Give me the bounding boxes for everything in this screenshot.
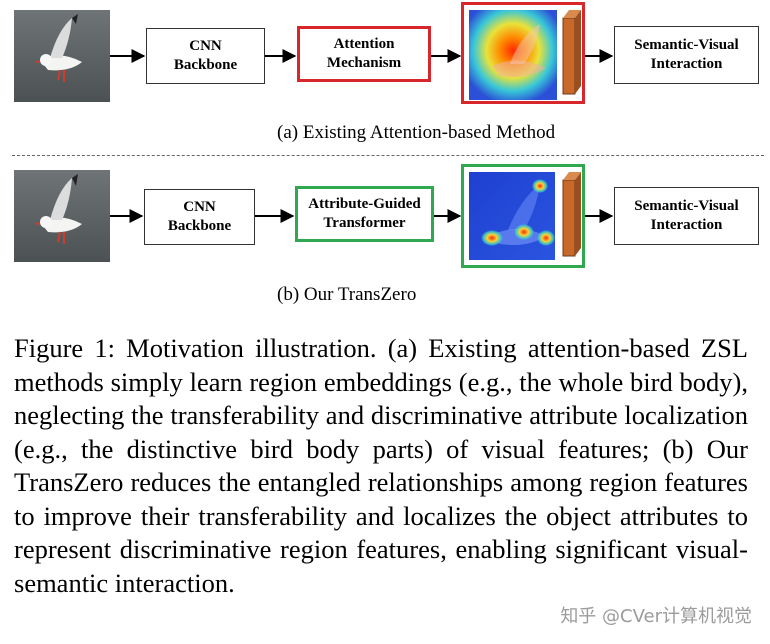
feature-bar-b — [562, 172, 581, 257]
heatmap-frame-b — [461, 164, 585, 268]
cnn-backbone-box-a: CNN Backbone — [146, 28, 265, 84]
input-bird-image-a — [14, 10, 110, 102]
caption-b: (b) Our TransZero — [277, 284, 417, 305]
attention-heatmap-a — [469, 10, 557, 100]
cnn-backbone-box-b: CNN Backbone — [144, 189, 255, 245]
feature-bar-a — [562, 10, 581, 95]
figure-caption: Figure 1: Motivation illustration. (a) E… — [14, 333, 748, 598]
semantic-visual-interaction-box-b: Semantic-Visual Interaction — [614, 187, 759, 245]
caption-a: (a) Existing Attention-based Method — [277, 122, 556, 143]
attribute-heatmap-b — [469, 172, 555, 260]
watermark: 知乎 @CVer计算机视觉 — [560, 606, 752, 627]
input-bird-image-b — [14, 170, 110, 262]
semantic-visual-interaction-box-a: Semantic-Visual Interaction — [614, 26, 759, 84]
section-divider — [12, 155, 764, 156]
heatmap-frame-a — [461, 2, 585, 104]
attribute-guided-transformer-box: Attribute-Guided Transformer — [295, 186, 434, 242]
attention-mechanism-box: Attention Mechanism — [297, 26, 431, 82]
